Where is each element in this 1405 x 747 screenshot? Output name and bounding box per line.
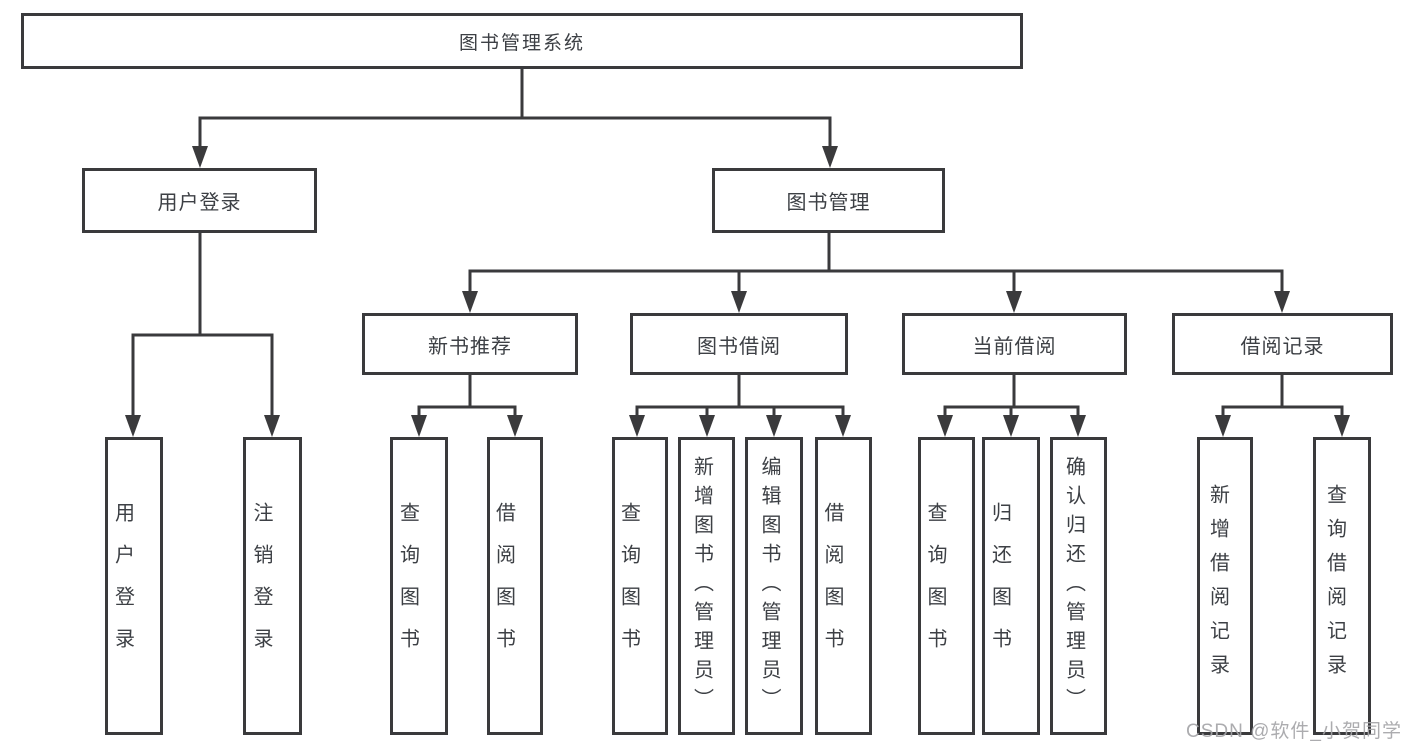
node-current-borrowing: 当前借阅 [902, 313, 1127, 375]
node-book-borrowing: 图书借阅 [630, 313, 848, 375]
leaf-borrow-books-recommend: 借阅图书 [487, 437, 543, 735]
node-library-management-system: 图书管理系统 [21, 13, 1023, 69]
arrowhead-icons [125, 146, 1350, 437]
node-borrowing-records: 借阅记录 [1172, 313, 1393, 375]
leaf-query-books-recommend: 查询图书 [390, 437, 448, 735]
leaf-add-books-admin: 新增图书（管理员） [678, 437, 735, 735]
leaf-edit-books-admin: 编辑图书（管理员） [745, 437, 803, 735]
node-user-login: 用户登录 [82, 168, 317, 233]
leaf-query-borrow-record: 查询借阅记录 [1313, 437, 1371, 735]
leaf-add-borrow-record: 新增借阅记录 [1197, 437, 1253, 735]
leaf-query-books-current: 查询图书 [918, 437, 975, 735]
leaf-query-books-borrow: 查询图书 [612, 437, 668, 735]
leaf-logout: 注销登录 [243, 437, 302, 735]
leaf-borrow-books: 借阅图书 [815, 437, 872, 735]
leaf-return-books: 归还图书 [982, 437, 1040, 735]
node-book-management: 图书管理 [712, 168, 945, 233]
csdn-watermark: CSDN @软件_小贺同学 [1186, 721, 1402, 742]
leaf-user-login: 用户登录 [105, 437, 163, 735]
leaf-confirm-return-admin: 确认归还（管理员） [1050, 437, 1107, 735]
node-new-book-recommend: 新书推荐 [362, 313, 578, 375]
